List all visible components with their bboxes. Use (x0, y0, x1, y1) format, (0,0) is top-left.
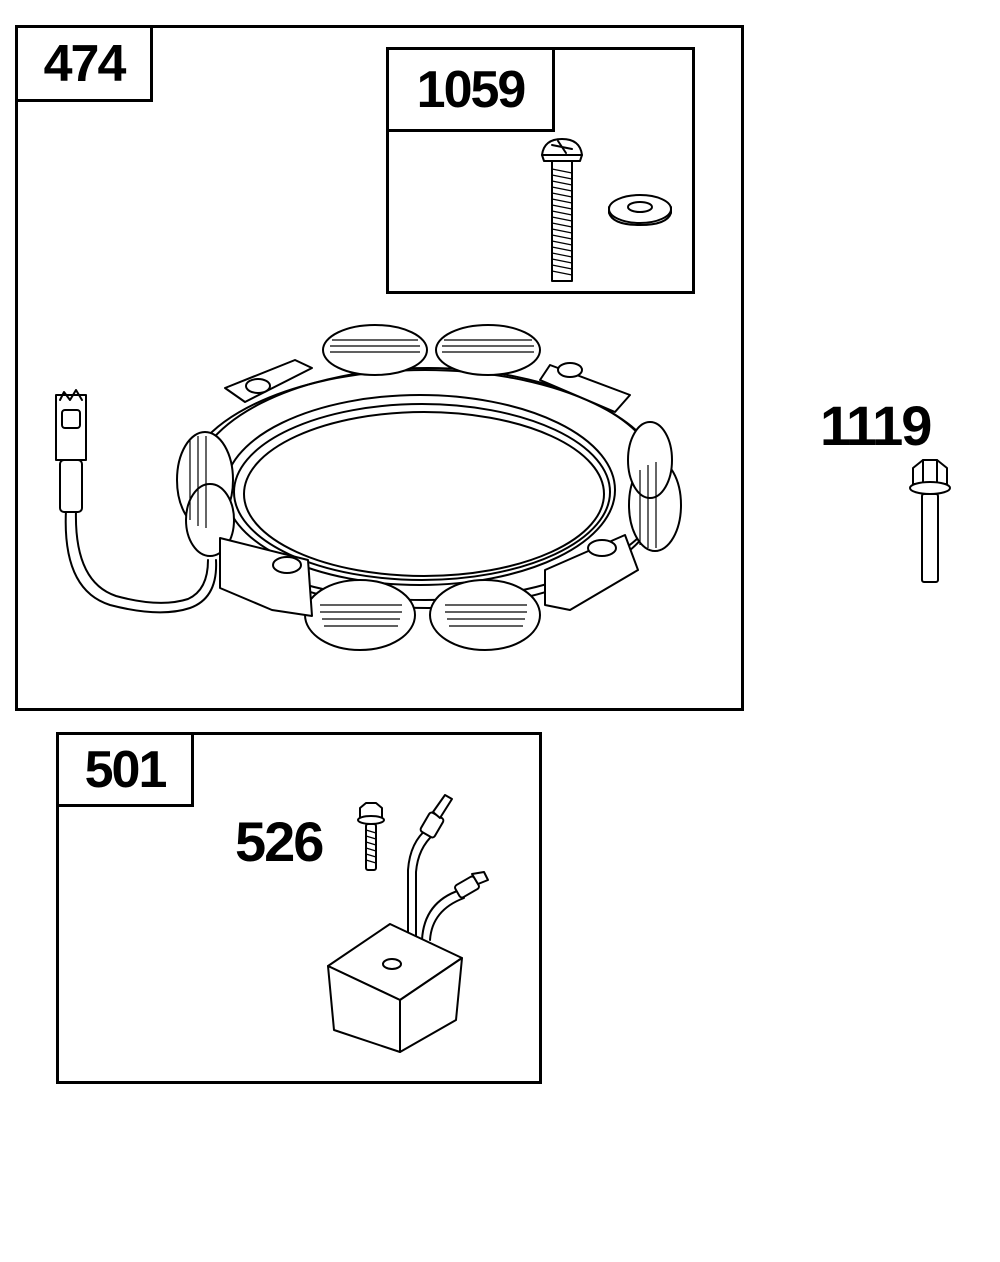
screw-kit-part-number: 1059 (416, 60, 527, 119)
washer-icon (608, 194, 672, 226)
bolt-part-number: 1119 (820, 394, 932, 457)
regulator-part-tag: 501 (56, 732, 194, 807)
screw-icon (541, 138, 583, 282)
regulator-icon (327, 794, 489, 1053)
screw-kit-part-tag: 1059 (386, 47, 555, 132)
stator-part-tag: 474 (15, 25, 153, 102)
stator-part-number: 474 (43, 34, 127, 93)
bolt-icon (909, 459, 951, 583)
regulator-screw-icon (357, 802, 385, 871)
stator-icon (55, 324, 682, 651)
regulator-screw-part-number: 526 (235, 810, 324, 873)
regulator-part-number: 501 (84, 740, 168, 799)
